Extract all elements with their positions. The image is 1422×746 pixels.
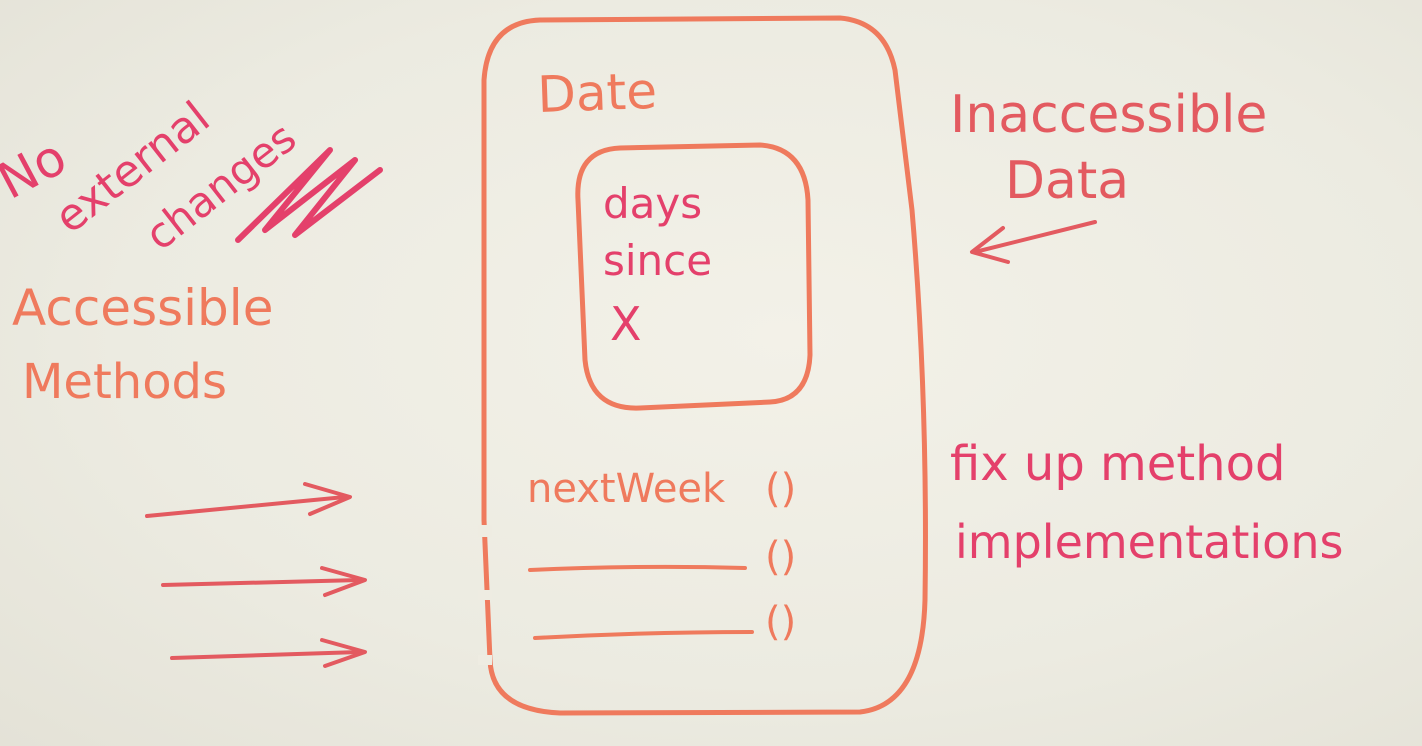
arrow-into-data-box: [970, 220, 1097, 264]
method-3-parens: (): [765, 599, 796, 645]
wall-gap: [478, 590, 492, 600]
note-methods: Methods: [22, 354, 227, 410]
wall-gap: [478, 525, 492, 537]
wall-gap: [478, 655, 492, 665]
method-2-parens: (): [765, 534, 796, 580]
class-title: Date: [536, 62, 657, 124]
arrow-into-method-1: [145, 482, 352, 518]
data-line-since: since: [603, 236, 712, 285]
method-placeholder-line: [533, 630, 754, 640]
scribble-mark: [235, 147, 383, 243]
note-accessible: Accessible: [12, 279, 273, 337]
arrow-into-method-2: [161, 566, 367, 597]
note-inaccessible: Inaccessible: [950, 85, 1267, 145]
class-box-outline: [481, 15, 928, 716]
data-line-days: days: [603, 179, 702, 228]
method-placeholder-line: [528, 564, 747, 572]
note-fix-up-method: fix up method: [950, 436, 1285, 492]
note-implementations: implementations: [955, 515, 1343, 569]
data-box-outline: [575, 142, 813, 411]
note-data: Data: [1005, 151, 1129, 211]
data-line-x: X: [610, 297, 642, 351]
method-nextweek-parens: (): [765, 466, 796, 512]
arrow-into-method-3: [170, 638, 367, 668]
method-nextweek-label: nextWeek: [527, 466, 726, 512]
